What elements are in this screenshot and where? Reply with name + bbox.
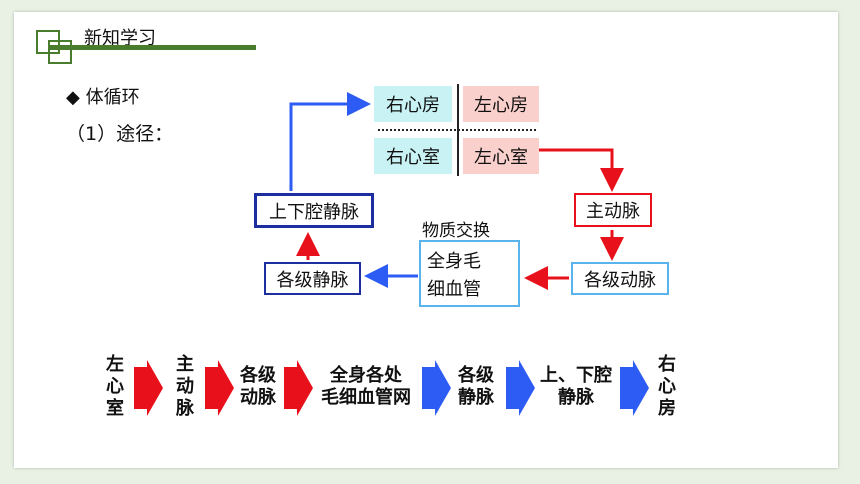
venacava-to-ra-arrow bbox=[289, 92, 371, 191]
flow-step-aorta: 主 动 脉 bbox=[170, 354, 200, 420]
capillary-line-1: 全身毛 bbox=[427, 251, 481, 272]
veins-box: 各级静脉 bbox=[264, 262, 361, 295]
arteries-box: 各级动脉 bbox=[571, 262, 669, 295]
left-ventricle-box: 左心室 bbox=[463, 138, 539, 174]
flow-arrow-4 bbox=[422, 360, 451, 416]
flow-arrow-2 bbox=[205, 360, 234, 416]
flow-text: 静脉 bbox=[558, 387, 594, 408]
logo-square-front bbox=[48, 40, 72, 64]
right-atrium-box: 右心房 bbox=[374, 86, 452, 122]
right-ventricle-box: 右心室 bbox=[374, 138, 452, 174]
flow-step-veins: 各级 静脉 bbox=[452, 365, 500, 409]
vena-cava-box: 上下腔静脉 bbox=[254, 193, 374, 228]
arteries-label: 各级动脉 bbox=[584, 269, 656, 291]
flow-arrow-6 bbox=[620, 360, 649, 416]
title-underline bbox=[48, 45, 256, 50]
flow-text: 静脉 bbox=[458, 387, 494, 408]
capillary-line-2: 细血管 bbox=[427, 279, 481, 300]
flow-step-capillaries: 全身各处 毛细血管网 bbox=[312, 365, 420, 409]
flow-text: 各级 bbox=[240, 365, 276, 386]
flow-text: 全身各处 bbox=[330, 365, 402, 386]
flow-text: 上、下腔 bbox=[540, 365, 612, 386]
flow-text: 心 bbox=[658, 376, 676, 397]
exchange-label: 物质交换 bbox=[422, 221, 490, 241]
flow-arrow-1 bbox=[134, 360, 163, 416]
flow-text: 各级 bbox=[458, 365, 494, 386]
path-label: （1）途径： bbox=[66, 123, 174, 145]
lv-to-aorta-arrow bbox=[539, 148, 624, 192]
flow-text: 左 bbox=[106, 354, 124, 375]
left-atrium-box: 左心房 bbox=[463, 86, 539, 122]
section-heading: ◆ 体循环 bbox=[66, 87, 140, 108]
flow-text: 右 bbox=[658, 354, 676, 375]
flow-text: 心 bbox=[106, 376, 124, 397]
flow-text: 主 bbox=[176, 354, 194, 375]
flow-text: 毛细血管网 bbox=[321, 387, 411, 408]
flow-step-left-ventricle: 左 心 室 bbox=[100, 354, 130, 420]
flow-text: 房 bbox=[658, 398, 676, 419]
flow-text: 动脉 bbox=[240, 387, 276, 408]
flow-step-right-atrium: 右 心 房 bbox=[652, 354, 682, 420]
page-title: 新知学习 bbox=[84, 28, 156, 49]
capillary-box: 全身毛 细血管 bbox=[419, 240, 520, 307]
flow-chevrons bbox=[134, 360, 649, 416]
aorta-box: 主动脉 bbox=[574, 193, 652, 227]
flow-text: 脉 bbox=[176, 398, 194, 419]
flow-text: 动 bbox=[176, 376, 194, 397]
flow-step-vena-cava: 上、下腔 静脉 bbox=[534, 365, 618, 409]
flow-arrow-5 bbox=[506, 360, 535, 416]
flow-arrow-3 bbox=[284, 360, 313, 416]
flow-text: 室 bbox=[106, 398, 124, 419]
flow-step-arteries: 各级 动脉 bbox=[234, 365, 282, 409]
